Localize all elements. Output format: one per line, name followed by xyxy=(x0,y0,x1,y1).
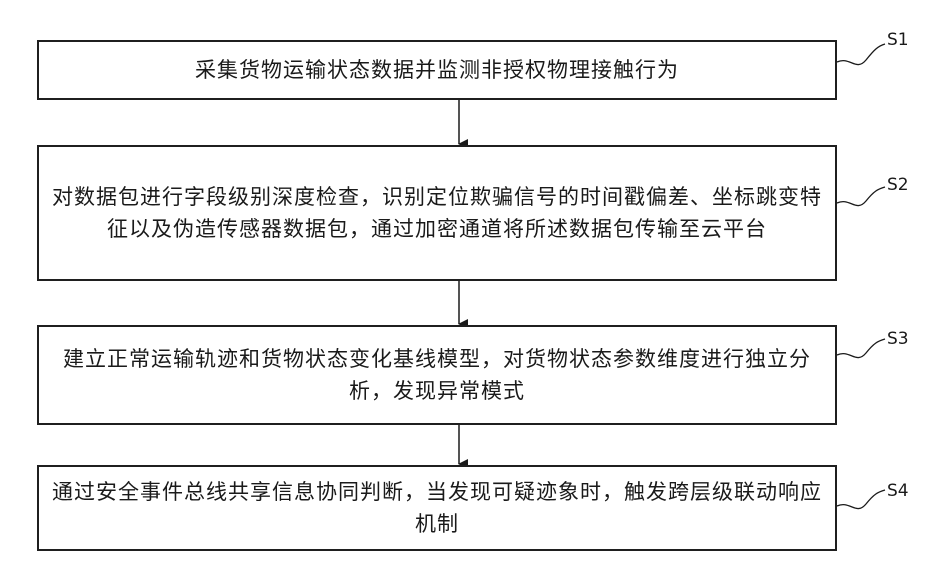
leader-line-s1 xyxy=(837,44,885,65)
step-label-s2: S2 xyxy=(887,175,909,195)
step-box-s4: 通过安全事件总线共享信息协同判断，当发现可疑迹象时，触发跨层级联动响应机制 xyxy=(37,465,837,551)
step-label-s4: S4 xyxy=(887,481,909,501)
leader-line-s2 xyxy=(837,187,885,206)
step-label-s1: S1 xyxy=(887,30,909,50)
leader-line-s3 xyxy=(837,339,885,358)
step-text-s4: 通过安全事件总线共享信息协同判断，当发现可疑迹象时，触发跨层级联动响应机制 xyxy=(39,476,835,540)
step-box-s3: 建立正常运输轨迹和货物状态变化基线模型，对货物状态参数维度进行独立分析，发现异常… xyxy=(37,325,837,425)
step-box-s2: 对数据包进行字段级别深度检查，识别定位欺骗信号的时间戳偏差、坐标跳变特征以及伪造… xyxy=(37,145,837,281)
step-text-s3: 建立正常运输轨迹和货物状态变化基线模型，对货物状态参数维度进行独立分析，发现异常… xyxy=(39,343,835,407)
step-text-s1: 采集货物运输状态数据并监测非授权物理接触行为 xyxy=(185,54,689,86)
step-text-s2: 对数据包进行字段级别深度检查，识别定位欺骗信号的时间戳偏差、坐标跳变特征以及伪造… xyxy=(39,181,835,245)
step-label-s3: S3 xyxy=(887,329,909,349)
leader-line-s4 xyxy=(837,490,885,509)
step-box-s1: 采集货物运输状态数据并监测非授权物理接触行为 xyxy=(37,40,837,100)
